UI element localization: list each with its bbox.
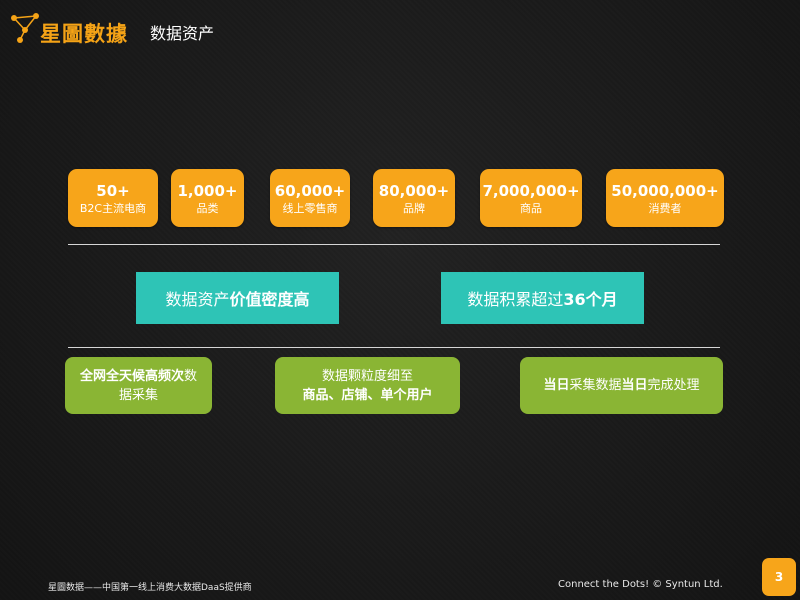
stat-card-brands: 80,000+ 品牌 bbox=[373, 169, 455, 227]
feature-line: 全网全天候高频次数 bbox=[80, 367, 197, 386]
divider bbox=[68, 347, 720, 348]
logo-text: 星圖數據 bbox=[40, 22, 128, 46]
feature-bold-text: 商品、店铺、单个用户 bbox=[302, 387, 433, 403]
stat-value: 80,000+ bbox=[378, 181, 450, 200]
stat-value: 60,000+ bbox=[274, 181, 346, 200]
stat-value: 7,000,000+ bbox=[482, 181, 580, 200]
highlight-bold-text: 36个月 bbox=[563, 290, 618, 309]
feature-collection: 全网全天候高频次数 据采集 bbox=[65, 357, 212, 414]
stat-card-categories: 1,000+ 品类 bbox=[171, 169, 244, 227]
stat-label: 线上零售商 bbox=[282, 201, 338, 215]
dots-network-icon bbox=[11, 13, 39, 43]
feature-granularity: 数据颗粒度细至 商品、店铺、单个用户 bbox=[275, 357, 460, 414]
feature-line: 当日采集数据当日完成处理 bbox=[543, 376, 699, 395]
stat-value: 1,000+ bbox=[177, 181, 238, 200]
stat-label: 消费者 bbox=[648, 201, 682, 215]
page-number: 3 bbox=[762, 558, 796, 596]
feature-bold-text: 全网全天候高频次 bbox=[79, 368, 184, 384]
feature-bold-text: 当日 bbox=[543, 378, 570, 393]
feature-line: 数据颗粒度细至 bbox=[321, 368, 413, 384]
stat-value: 50,000,000+ bbox=[611, 181, 719, 200]
stat-card-retailers: 60,000+ 线上零售商 bbox=[270, 169, 350, 227]
feature-bold-text: 当日 bbox=[621, 378, 648, 393]
stat-value: 50+ bbox=[96, 181, 130, 200]
page-title: 数据资产 bbox=[150, 24, 215, 43]
stat-card-consumers: 50,000,000+ 消费者 bbox=[606, 169, 724, 227]
stat-card-platforms: 50+ B2C主流电商 bbox=[68, 169, 158, 227]
footer-copyright: Connect the Dots! © Syntun Ltd. bbox=[558, 579, 723, 590]
highlight-text: 数据积累超过 bbox=[467, 290, 564, 309]
stat-label: B2C主流电商 bbox=[79, 201, 147, 215]
feature-line: 商品、店铺、单个用户 bbox=[302, 386, 432, 405]
stat-label: 商品 bbox=[520, 201, 542, 215]
feature-text: 采集数据 bbox=[569, 378, 622, 393]
stat-card-products: 7,000,000+ 商品 bbox=[480, 169, 582, 227]
stat-label: 品类 bbox=[196, 201, 219, 215]
feature-same-day: 当日采集数据当日完成处理 bbox=[520, 357, 723, 414]
highlight-bold-text: 价值密度高 bbox=[229, 290, 310, 309]
highlight-text: 数据资产 bbox=[165, 290, 230, 309]
feature-text: 完成处理 bbox=[647, 378, 700, 393]
divider bbox=[68, 244, 720, 245]
footer-tagline: 星圖数据——中国第一线上消费大数据DaaS提供商 bbox=[48, 583, 252, 593]
feature-line: 据采集 bbox=[118, 387, 158, 403]
stat-label: 品牌 bbox=[403, 201, 425, 215]
highlight-value-density: 数据资产价值密度高 bbox=[136, 272, 339, 324]
feature-text: 数 bbox=[184, 368, 198, 384]
